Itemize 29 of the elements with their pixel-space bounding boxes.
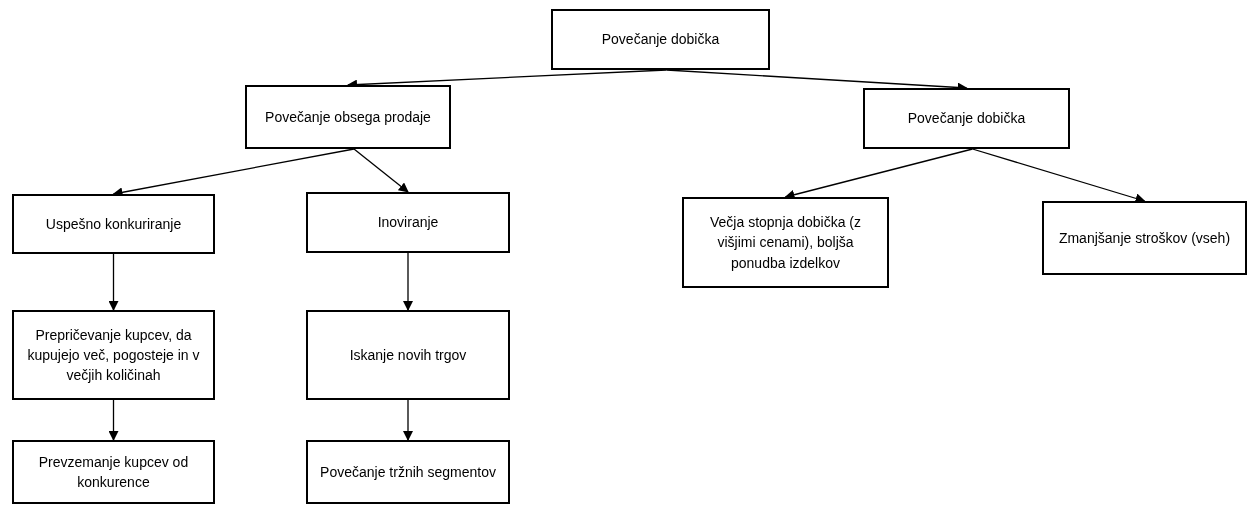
box-text: Povečanje tržnih segmentov bbox=[320, 462, 496, 482]
box-text: Povečanje obsega prodaje bbox=[265, 107, 431, 127]
arrow bbox=[353, 148, 409, 193]
box-text: Povečanje dobička bbox=[601, 30, 720, 50]
arrow bbox=[784, 148, 974, 200]
arrow bbox=[403, 252, 413, 311]
process-box bbox=[1042, 201, 1247, 275]
box-text: Večja stopnja dobička (z višjimi cenami), boljša ponudba izdelkov bbox=[709, 213, 862, 273]
process-box bbox=[12, 194, 215, 254]
arrow bbox=[971, 148, 1146, 204]
box-text: Povečanje dobička bbox=[907, 109, 1026, 129]
process-box bbox=[12, 310, 215, 400]
process-box bbox=[306, 440, 510, 504]
process-box bbox=[306, 310, 510, 400]
arrow bbox=[108, 399, 119, 441]
process-box bbox=[863, 88, 1070, 149]
box-text: Prepričevanje kupcev, da kupujejo več, pogosteje in v večjih količinah bbox=[26, 325, 201, 386]
box-text: Iskanje novih trgov bbox=[349, 345, 467, 365]
box-text: Uspešno konkuriranje bbox=[45, 214, 182, 234]
box-text: Zmanjšanje stroškov (vseh) bbox=[1058, 228, 1231, 248]
process-box bbox=[306, 192, 510, 253]
process-box bbox=[682, 197, 889, 288]
box-text: Prevzemanje kupcev od konkurence bbox=[37, 452, 190, 492]
process-box bbox=[245, 85, 451, 149]
arrow bbox=[403, 399, 413, 441]
box-text: Inoviranje bbox=[377, 213, 439, 233]
process-box bbox=[12, 440, 215, 504]
process-box bbox=[551, 9, 770, 70]
arrow bbox=[108, 253, 119, 311]
